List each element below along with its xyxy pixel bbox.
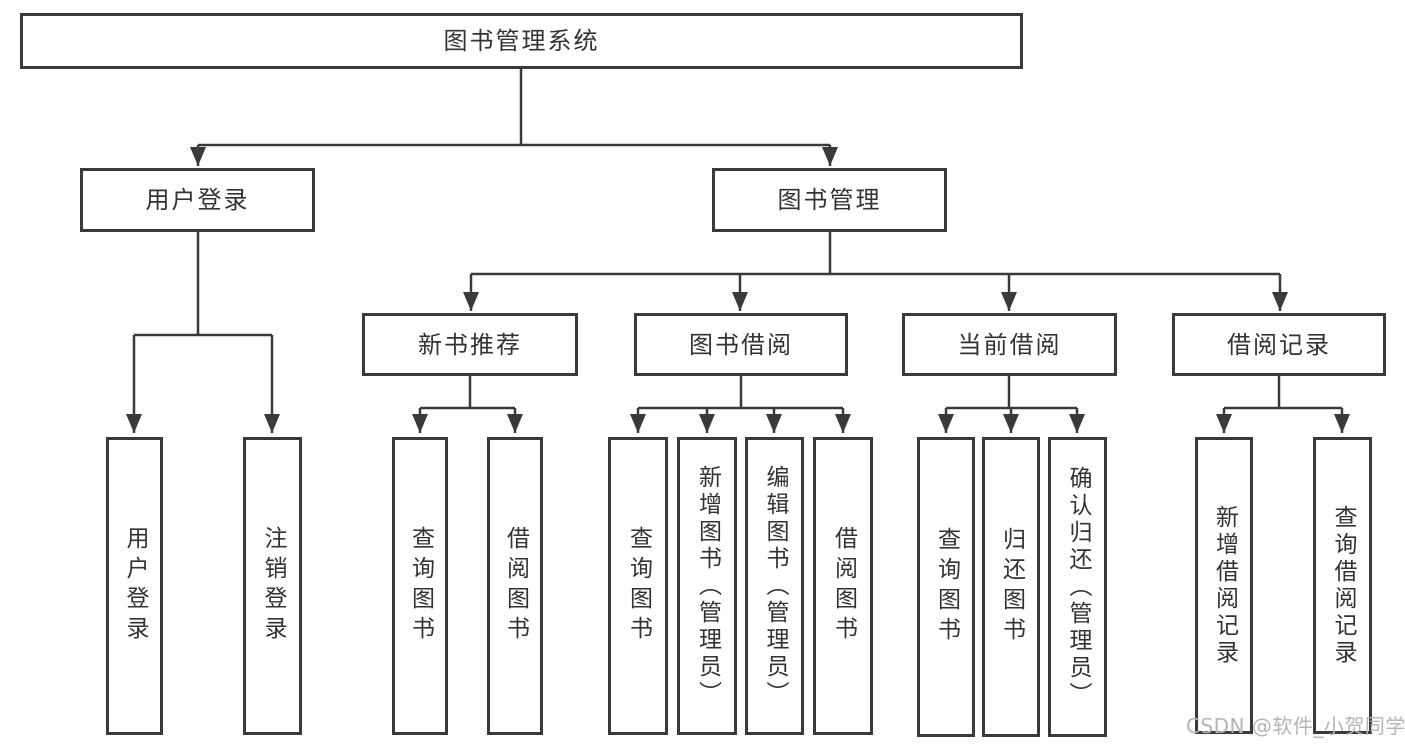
node-label: 注销登录 (260, 526, 286, 646)
node-label: 用户登录 (122, 526, 148, 646)
node-label: 图书借阅 (689, 330, 793, 359)
node-root-system: 图书管理系统 (20, 13, 1023, 69)
node-current-borrow: 当前借阅 (902, 313, 1117, 376)
connector-current-borrow (938, 376, 1085, 433)
leaf-borrow-books-1: 借阅图书 (487, 437, 543, 735)
node-book-borrow: 图书借阅 (634, 313, 848, 376)
connector-root (190, 69, 838, 166)
leaf-query-books-3: 查询图书 (917, 437, 975, 737)
node-label: 编辑图书（管理员） (762, 464, 788, 708)
node-label: 当前借阅 (957, 330, 1062, 359)
connector-user-login (126, 232, 280, 433)
leaf-add-books-admin: 新增图书（管理员） (677, 437, 737, 735)
node-label: 借阅图书 (502, 526, 529, 646)
node-label: 查询借阅记录 (1330, 504, 1356, 667)
node-label: 图书管理系统 (443, 27, 600, 55)
connector-new-book-recommend (412, 376, 523, 433)
node-user-login: 用户登录 (80, 168, 315, 232)
node-label: 图书管理 (777, 186, 882, 214)
leaf-confirm-return-admin: 确认归还（管理员） (1048, 437, 1107, 737)
node-label: 确认归还（管理员） (1065, 465, 1091, 709)
node-label: 新增借阅记录 (1211, 504, 1238, 667)
node-book-management: 图书管理 (712, 168, 947, 232)
connector-book-borrow (630, 376, 851, 433)
leaf-return-books: 归还图书 (982, 437, 1040, 737)
node-label: 查询图书 (625, 526, 652, 646)
node-borrow-records: 借阅记录 (1172, 313, 1386, 376)
node-label: 借阅图书 (830, 526, 857, 646)
leaf-query-borrow-record: 查询借阅记录 (1313, 437, 1372, 734)
leaf-logout: 注销登录 (243, 437, 302, 735)
leaf-edit-books-admin: 编辑图书（管理员） (745, 437, 804, 735)
csdn-watermark: CSDN @软件_小贺同学 (1186, 714, 1405, 738)
node-label: 查询图书 (933, 527, 960, 647)
node-label: 新增图书（管理员） (694, 464, 721, 708)
connector-book-management (463, 232, 1288, 311)
node-label: 新书推荐 (418, 330, 522, 359)
node-label: 借阅记录 (1227, 330, 1331, 359)
node-label: 查询图书 (407, 526, 434, 646)
connector-borrow-records (1216, 376, 1350, 433)
leaf-borrow-books-2: 借阅图书 (813, 437, 873, 735)
node-label: 归还图书 (998, 527, 1025, 647)
leaf-add-borrow-record: 新增借阅记录 (1195, 437, 1253, 734)
leaf-query-books-2: 查询图书 (608, 437, 668, 735)
leaf-query-books-1: 查询图书 (392, 437, 448, 735)
node-new-book-recommend: 新书推荐 (362, 313, 578, 376)
leaf-user-login: 用户登录 (106, 437, 163, 735)
node-label: 用户登录 (145, 186, 250, 214)
